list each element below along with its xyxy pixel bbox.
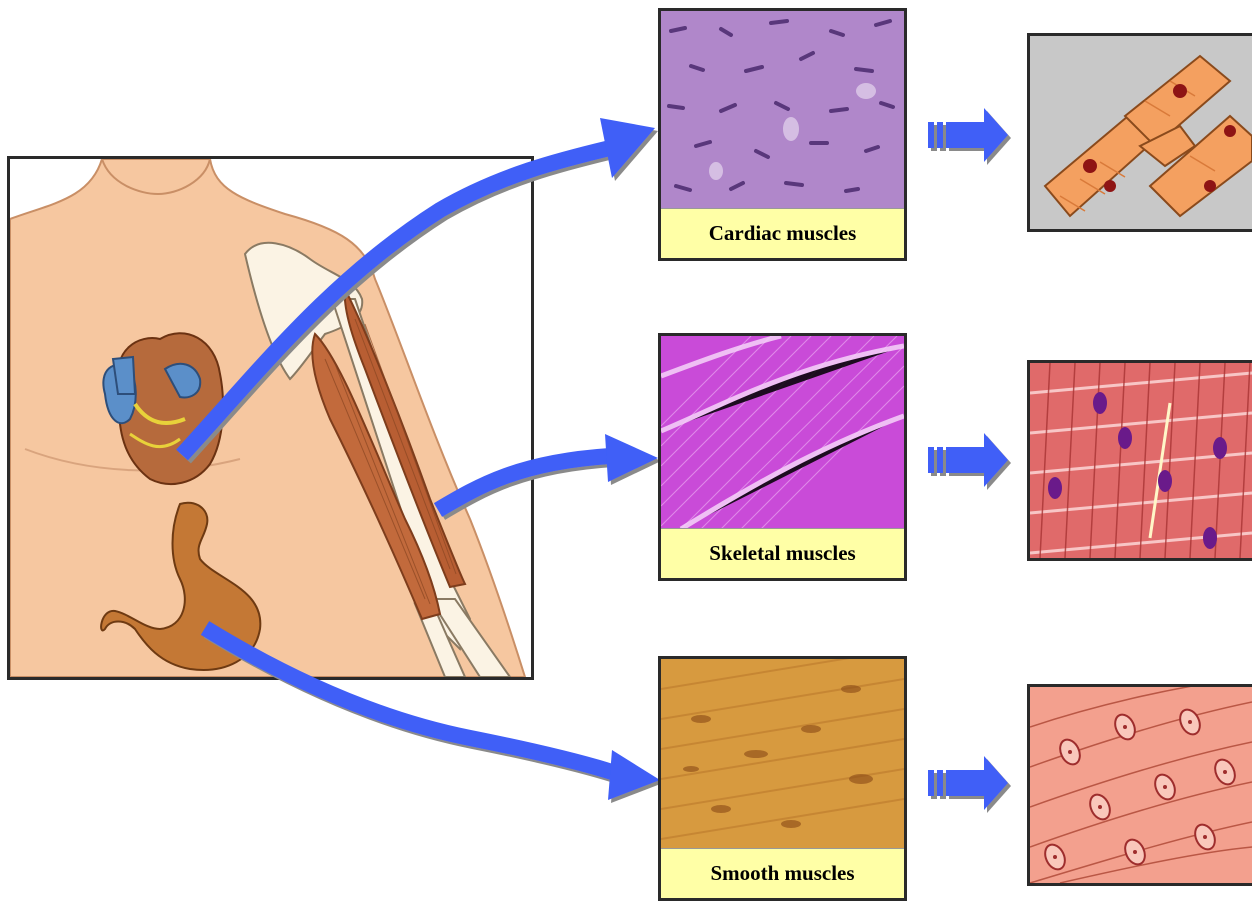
cardiac-micrograph-panel: Cardiac muscles — [658, 8, 907, 261]
arrow-arm-to-skeletal — [438, 434, 658, 510]
arrow-heart-to-cardiac — [182, 118, 655, 455]
smooth-micrograph-panel: Smooth muscles — [658, 656, 907, 901]
block-arrow-cardiac — [928, 108, 1008, 162]
arrow-stomach-to-smooth — [205, 628, 660, 800]
cardiac-tissue-image — [661, 11, 904, 209]
smooth-label: Smooth muscles — [661, 848, 904, 898]
cardiac-label: Cardiac muscles — [661, 208, 904, 258]
block-arrow-smooth — [928, 756, 1008, 810]
smooth-cell-drawing — [1027, 684, 1252, 886]
skeletal-micrograph-panel: Skeletal muscles — [658, 333, 907, 581]
block-arrow-skeletal — [928, 433, 1008, 487]
skeletal-label: Skeletal muscles — [661, 528, 904, 578]
skeletal-cell-drawing — [1027, 360, 1252, 561]
skeletal-tissue-image — [661, 336, 904, 529]
smooth-tissue-image — [661, 659, 904, 849]
cardiac-cell-drawing — [1027, 33, 1252, 232]
